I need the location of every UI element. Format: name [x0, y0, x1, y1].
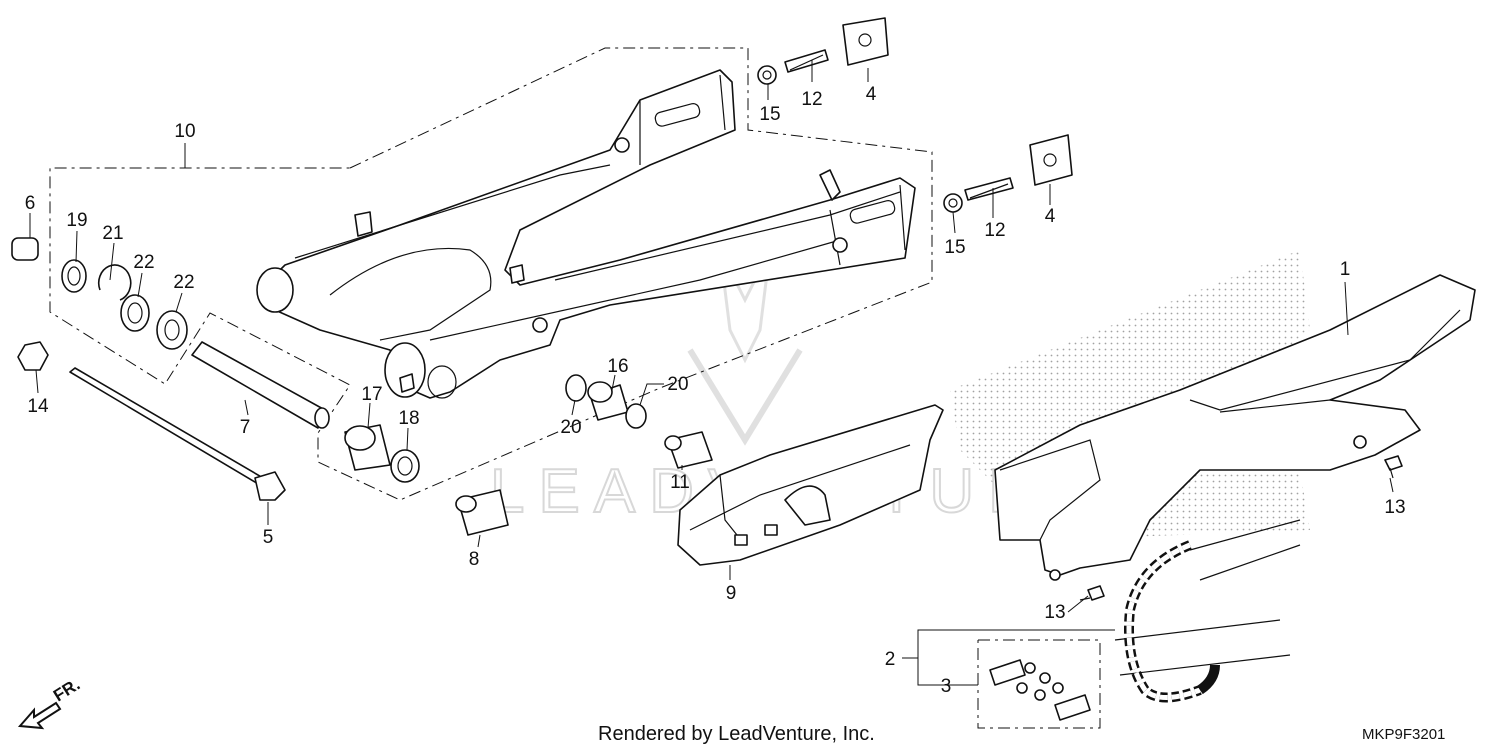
callout-13-left: 13 — [1044, 602, 1065, 623]
callout-12-lower: 12 — [984, 220, 1005, 241]
callout-21: 21 — [102, 223, 123, 244]
chain-adjuster-upper[interactable] — [757, 17, 889, 85]
callout-18: 18 — [398, 408, 419, 429]
bearings-and-collars[interactable] — [344, 374, 713, 536]
callout-12-upper: 12 — [801, 89, 822, 110]
callout-16: 16 — [607, 356, 628, 377]
callout-4-lower: 4 — [1045, 206, 1056, 227]
chain-case-bolts[interactable] — [1079, 455, 1403, 601]
footer-credit: Rendered by LeadVenture, Inc. — [598, 723, 875, 745]
callout-2: 2 — [885, 649, 896, 670]
callout-20-right: 20 — [667, 374, 688, 395]
callout-22-right: 22 — [173, 272, 194, 293]
front-direction-label: FR. — [50, 675, 83, 706]
callout-11: 11 — [670, 472, 690, 493]
callout-5: 5 — [263, 527, 274, 548]
callout-15-upper: 15 — [759, 104, 780, 125]
callout-20-left: 20 — [560, 417, 581, 438]
chain-adjuster-lower[interactable] — [943, 134, 1073, 213]
swingarm-kit-boundary — [49, 47, 933, 501]
callout-6: 6 — [25, 193, 36, 214]
callout-1: 1 — [1340, 259, 1351, 280]
callout-15-lower: 15 — [944, 237, 965, 258]
callout-17: 17 — [361, 384, 382, 405]
callout-19: 19 — [66, 210, 87, 231]
swingarm[interactable] — [256, 69, 916, 399]
callout-7: 7 — [240, 417, 251, 438]
callout-22-left: 22 — [133, 252, 154, 273]
callout-3: 3 — [941, 676, 952, 697]
callout-10: 10 — [174, 121, 195, 142]
leader-lines — [29, 60, 1394, 686]
callout-9: 9 — [726, 583, 737, 604]
drive-chain[interactable] — [1114, 519, 1301, 703]
diagram-code: MKP9F3201 — [1362, 726, 1445, 743]
chain-case[interactable] — [994, 274, 1476, 581]
front-arrow-icon — [17, 701, 62, 730]
callout-14: 14 — [27, 396, 49, 417]
callout-4-upper: 4 — [866, 84, 877, 105]
callout-labels: 1 2 3 4 4 5 6 7 8 9 10 11 12 12 13 13 14… — [25, 84, 1406, 697]
master-link-kit[interactable] — [977, 639, 1101, 729]
pivot-hardware[interactable] — [11, 237, 330, 501]
front-direction-indicator: FR. — [17, 675, 83, 730]
callout-8: 8 — [469, 549, 480, 570]
callout-13-right: 13 — [1384, 497, 1405, 518]
chain-slider[interactable] — [677, 404, 944, 566]
